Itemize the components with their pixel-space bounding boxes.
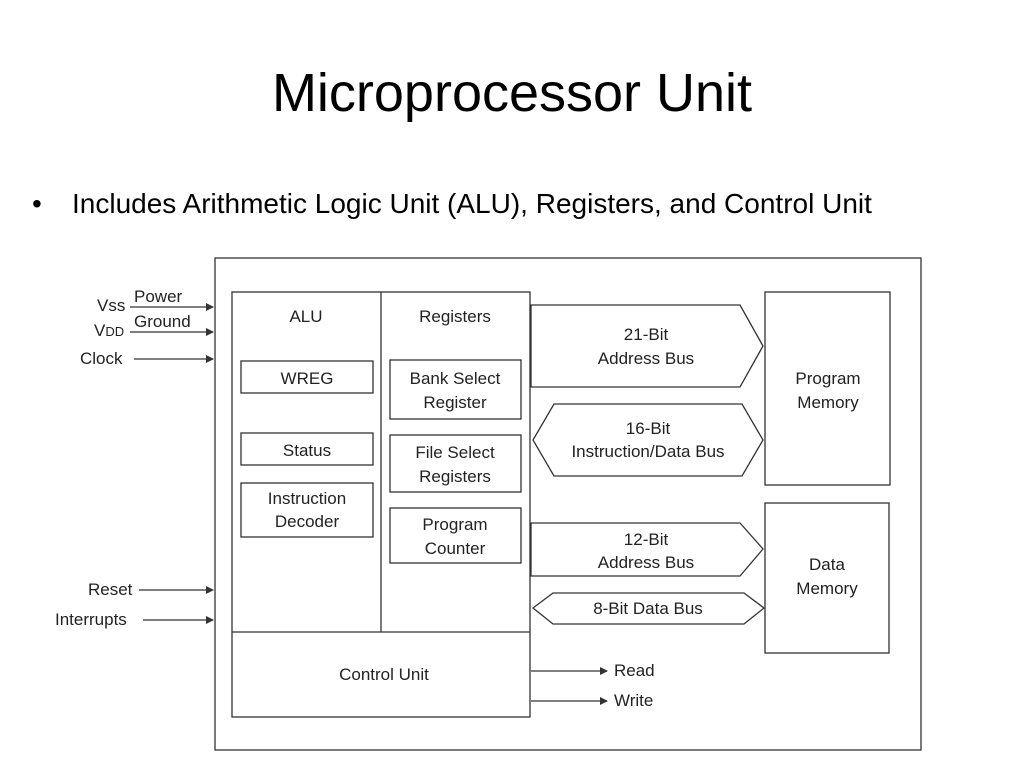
write-label: Write [614, 691, 653, 710]
address-bus-12-line1: 12-Bit [624, 530, 669, 549]
bank-select-line2: Register [423, 393, 487, 412]
instruction-decoder-line2: Decoder [275, 512, 340, 531]
data-bus-8-arrow [531, 592, 766, 625]
address-bus-21-line1: 21-Bit [624, 325, 669, 344]
wreg-box [240, 360, 374, 394]
file-select-registers-box [389, 434, 522, 493]
file-select-line1: File Select [415, 443, 495, 462]
ground-label: Ground [134, 312, 191, 331]
bank-select-line1: Bank Select [410, 369, 501, 388]
data-bus-8-label: 8-Bit Data Bus [593, 599, 703, 618]
program-counter-line2: Counter [425, 539, 486, 558]
read-label: Read [614, 661, 655, 680]
address-bus-12-arrow [530, 522, 764, 577]
instruction-decoder-box [240, 482, 374, 538]
program-counter-line1: Program [422, 515, 487, 534]
bank-select-register-box [389, 359, 522, 420]
registers-label: Registers [419, 307, 491, 326]
program-memory-line2: Memory [797, 393, 859, 412]
reset-label: Reset [88, 580, 133, 599]
data-memory-line2: Memory [796, 579, 858, 598]
data-memory-line1: Data [809, 555, 845, 574]
vss-label: Vss [97, 296, 125, 315]
program-memory-line1: Program [795, 369, 860, 388]
slide-title: Microprocessor Unit [271, 63, 753, 123]
interrupts-label: Interrupts [55, 610, 127, 629]
program-memory-box [764, 291, 891, 486]
instruction-data-bus-16-line1: 16-Bit [626, 419, 671, 438]
control-unit-label: Control Unit [339, 665, 429, 684]
program-counter-box [389, 507, 522, 564]
clock-label: Clock [80, 349, 123, 368]
instruction-data-bus-16-line2: Instruction/Data Bus [571, 442, 724, 461]
power-label: Power [134, 287, 183, 306]
bullet-item: • Includes Arithmetic Logic Unit (ALU), R… [32, 188, 872, 220]
wreg-label: WREG [281, 369, 334, 388]
alu-label: ALU [289, 307, 322, 326]
address-bus-21-line2: Address Bus [598, 349, 694, 368]
bullet-dot-icon: • [32, 188, 42, 219]
data-memory-box [764, 502, 890, 654]
status-box [240, 432, 374, 466]
status-label: Status [283, 441, 331, 460]
bullet-text: Includes Arithmetic Logic Unit (ALU), Re… [72, 188, 872, 219]
address-bus-21-arrow [530, 304, 764, 388]
vdd-label: VDD [94, 321, 124, 340]
instruction-data-bus-16-arrow [532, 403, 764, 477]
address-bus-12-line2: Address Bus [598, 553, 694, 572]
instruction-decoder-line1: Instruction [268, 489, 346, 508]
file-select-line2: Registers [419, 467, 491, 486]
